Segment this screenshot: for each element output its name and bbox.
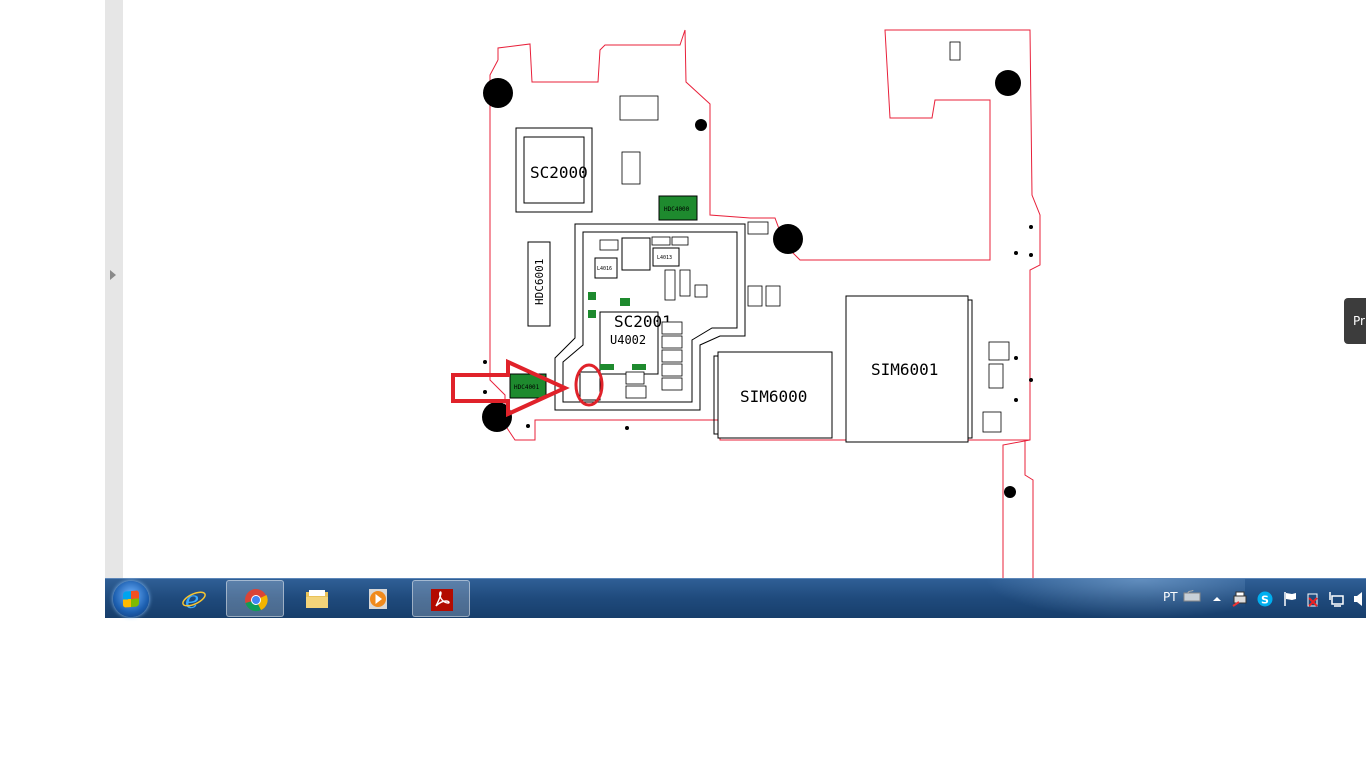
network-icon[interactable] [1328, 591, 1344, 631]
annotation-circle [574, 363, 604, 407]
label-hdc6001: HDC6001 [533, 259, 546, 305]
label-sim6000: SIM6000 [740, 387, 807, 406]
svg-text:L4013: L4013 [657, 255, 672, 261]
start-button[interactable] [113, 581, 149, 617]
chrome-icon [245, 589, 268, 612]
pcb-schematic: SC2000 HDC6001 HDC4000 SC2001 U4002 L401… [451, 29, 1041, 578]
taskbar-google-chrome[interactable] [226, 580, 284, 617]
folder-icon [306, 590, 328, 608]
adobe-reader-icon [431, 589, 453, 611]
label-sim6001: SIM6001 [871, 360, 938, 379]
taskbar-media-player[interactable] [350, 580, 408, 617]
action-center-flag-icon[interactable] [1282, 591, 1298, 631]
taskbar-internet-explorer[interactable]: e [165, 580, 223, 617]
svg-text:HDC4001: HDC4001 [514, 384, 540, 391]
printer-icon[interactable] [1232, 591, 1248, 631]
language-indicator[interactable]: PT [1163, 590, 1178, 604]
pdf-viewer-area: SC2000 HDC6001 HDC4000 SC2001 U4002 L401… [105, 0, 1366, 578]
media-player-icon [369, 589, 387, 609]
taskbar-windows-explorer[interactable] [288, 580, 346, 617]
label-u4002: U4002 [610, 333, 646, 347]
label-sc2000: SC2000 [530, 163, 588, 182]
show-hidden-icons-button[interactable] [1212, 596, 1222, 636]
svg-text:e: e [185, 587, 199, 611]
side-panel-toggle[interactable] [105, 0, 123, 578]
taskbar: e PT S [105, 578, 1366, 619]
power-icon[interactable] [1305, 591, 1321, 631]
shield-sc2001 [554, 223, 746, 411]
overlay-tab[interactable]: Pr [1344, 298, 1366, 344]
expand-arrow-icon[interactable] [110, 270, 116, 280]
annotation-arrow [451, 358, 570, 418]
svg-text:L4016: L4016 [597, 266, 612, 272]
internet-explorer-icon: e [182, 587, 206, 611]
label-sc2001: SC2001 [614, 312, 672, 331]
svg-text:HDC4000: HDC4000 [664, 206, 690, 213]
windows-logo-icon [123, 590, 139, 608]
skype-icon[interactable]: S [1257, 591, 1273, 631]
taskbar-adobe-reader[interactable] [412, 580, 470, 617]
volume-icon[interactable] [1353, 591, 1366, 631]
svg-text:S: S [1261, 594, 1269, 607]
mounting-holes [482, 70, 1021, 498]
keyboard-icon[interactable] [1183, 590, 1201, 630]
